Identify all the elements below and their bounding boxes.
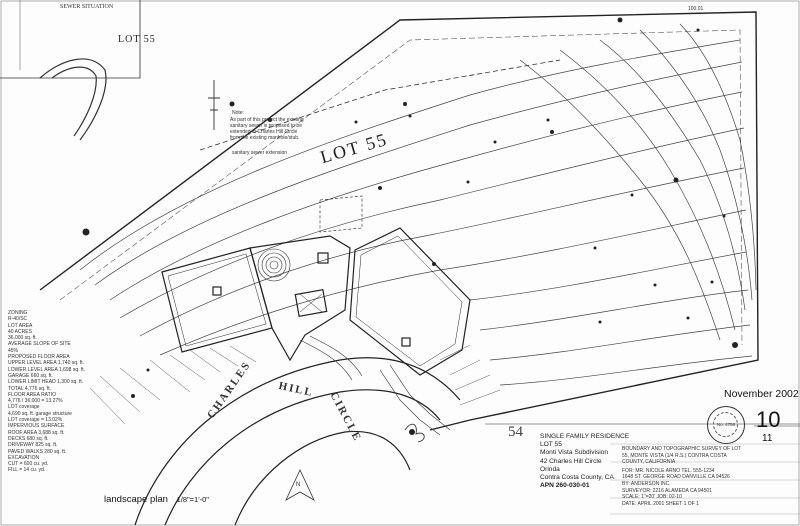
- trees: [82, 17, 738, 435]
- street-curb: [134, 357, 461, 526]
- zoning-line: GARAGE 660 sq. ft.: [8, 372, 53, 379]
- project-subdivision: Monti Vista Subdivision: [540, 449, 609, 457]
- survey-note-line: BY: ANDERSON INC.: [622, 480, 671, 487]
- plan-caption: landscape plan 1/8"=1'-0": [104, 494, 209, 505]
- zoning-line: ZONING: [8, 310, 28, 316]
- inset-lot-label: LOT 55: [118, 34, 156, 45]
- driveway: [299, 335, 451, 436]
- project-lot: LOT 55: [540, 441, 562, 449]
- inset-road-inner: [51, 66, 97, 137]
- project-type: SINGLE FAMILY RESIDENCE: [540, 433, 630, 440]
- survey-notes: BOUNDARY AND TOPOGRAPHIC SURVEY OF LOT 5…: [622, 446, 741, 507]
- plant-symbol-icon: [404, 423, 425, 443]
- zoning-line: FILL = 14 cu. yd.: [8, 467, 46, 474]
- note-line-2: sanitary sewer is proposed to be: [230, 123, 302, 129]
- zoning-line: 4,690 sq. ft. garage structure: [8, 410, 72, 417]
- sheet-total: 11: [762, 433, 773, 444]
- zoning-line: FLOOR AREA RATIO: [8, 391, 56, 398]
- project-county: Contra Costa County, CA: [540, 474, 614, 482]
- note-line-5: sanitary sewer extension: [232, 150, 288, 156]
- survey-note-line: SURVEYOR: 2216 ALAMEDA CA 94501: [622, 487, 712, 494]
- zoning-line: 40 ACRES: [8, 328, 32, 335]
- north-arrow-icon: [285, 469, 315, 501]
- zoning-line: LOT coverage = 13.02%: [8, 417, 63, 424]
- drawing-date: November 2002: [724, 388, 799, 400]
- zoning-line: LOWER LEVEL AREA 1,698 sq. ft.: [8, 366, 86, 373]
- zoning-line: TOTAL 4,776 sq. ft.: [8, 385, 51, 392]
- zoning-line: ROOF AREA 3,688 sq. ft.: [8, 429, 65, 436]
- sheet-number: 10: [756, 407, 781, 432]
- top-right-code: 100.01: [688, 6, 704, 12]
- zoning-line: R-40/SC: [8, 316, 28, 323]
- lot-54-marker: 54: [508, 424, 523, 440]
- note-line-4: from the existing manhole/stub.: [230, 135, 300, 141]
- zoning-line: IMPERVIOUS SURFACE: [8, 423, 65, 430]
- setback-line: [59, 29, 743, 346]
- hot-tub: [257, 248, 291, 282]
- zoning-line: PROPOSED FLOOR AREA: [8, 354, 70, 361]
- zoning-line: UPPER LEVEL AREA 1,740 sq. ft.: [8, 360, 84, 367]
- inset-road-outer: [39, 58, 107, 141]
- zoning-line: DRIVEWAY 825 sq. ft.: [8, 442, 58, 449]
- note-line-3: extended to Charles Hill Circle: [230, 129, 298, 135]
- plan-scale: 1/8"=1'-0": [176, 495, 209, 504]
- project-info: SINGLE FAMILY RESIDENCE LOT 55 Monti Vis…: [540, 433, 629, 490]
- survey-note-line: SCALE: 1"=20' JOB: 02-10: [622, 494, 682, 501]
- seal-inner-ring: [713, 412, 738, 437]
- sewer-situation-label: SEWER SITUATION: [60, 4, 114, 10]
- project-address: 42 Charles Hill Circle: [540, 457, 602, 465]
- survey-note-line: BOUNDARY AND TOPOGRAPHIC SURVEY OF LOT: [622, 446, 742, 452]
- street-hatching: [89, 344, 501, 425]
- plan-title: landscape plan: [104, 494, 168, 505]
- survey-note-line: FOR: MR. NICOLE ARNO TEL. 555-1234: [622, 467, 715, 474]
- zoning-line: LOT coverage: [8, 404, 40, 411]
- survey-note-line: 55, MONTE VISTA (1/4 R.S.) CONTRA COSTA: [622, 452, 727, 459]
- zoning-line: AVERAGE SLOPE OF SITE: [8, 341, 71, 348]
- zoning-line: 45%: [8, 347, 19, 354]
- zoning-line: CUT = 600 cu. yd.: [8, 461, 49, 468]
- note-title: Note:: [232, 110, 244, 116]
- contour-lines: [79, 23, 757, 386]
- zoning-line: EXCAVATION: [8, 454, 40, 461]
- mast-symbol: [208, 80, 220, 130]
- survey-note-line: DATE: APRIL 2001 SHEET 1 OF 1: [622, 500, 699, 507]
- zoning-line: 4,776 / 36,000 = 13.27%: [8, 398, 63, 405]
- zoning-line: PAVED WALKS 280 sq. ft.: [8, 448, 67, 455]
- zoning-line: LOT AREA: [8, 322, 33, 329]
- zoning-line: 36,000 sq. ft.: [8, 335, 37, 342]
- survey-note-line: 1648 ST. GEORGE ROAD DANVILLE CA 94526: [622, 474, 730, 481]
- sewer-inset-frame: [0, 0, 141, 79]
- property-boundary: [39, 11, 759, 431]
- note-line-1: As part of this project the existing: [230, 117, 304, 123]
- north-label: N: [296, 482, 301, 488]
- project-city: Orinda: [540, 465, 560, 473]
- zoning-line: DECKS 680 sq. ft.: [8, 435, 49, 442]
- surveyor-seal-icon: No. 4756: [707, 406, 745, 444]
- sewer-line: [199, 59, 561, 151]
- survey-note-line: COUNTY, CALIFORNIA: [622, 459, 676, 466]
- project-apn: APN 260-030-01: [540, 482, 590, 490]
- seal-number: No. 4756: [716, 422, 736, 427]
- building-footprint: [161, 195, 471, 376]
- zoning-line: LOWER LIMIT HEAD 1,300 sq. ft.: [8, 379, 84, 386]
